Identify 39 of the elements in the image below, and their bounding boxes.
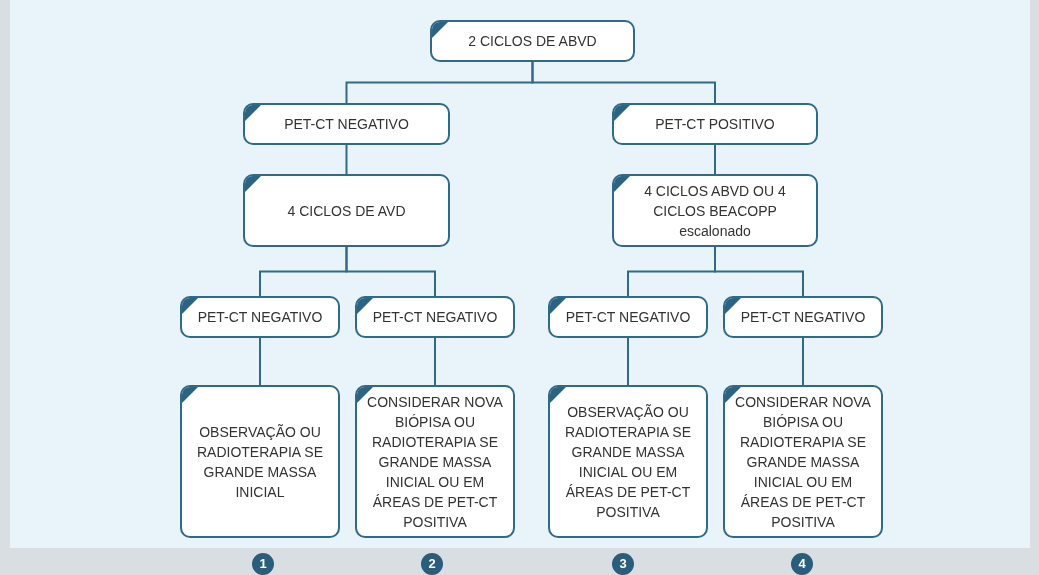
box-text: PET-CT NEGATIVO: [740, 308, 866, 327]
callout-number: 3: [612, 553, 634, 575]
process-box: [430, 20, 635, 62]
callout-number: 2: [421, 553, 443, 575]
process-box: [723, 385, 883, 538]
process-box: [548, 296, 708, 338]
connector-line: [714, 246, 804, 297]
box-text: 4 CICLOS DE AVD: [287, 201, 406, 221]
box-text: OBSERVAÇÃO OU RADIOTERAPIA SE GRANDE MASSA INICIAL OU EM ÁREAS DE PET-CT POSITIVA: [563, 402, 692, 522]
process-box: [548, 385, 708, 538]
process-box: [723, 296, 883, 338]
process-box: [243, 103, 450, 145]
connector-line: [345, 246, 436, 297]
box-text: 2 CICLOS DE ABVD: [468, 32, 597, 51]
process-box: [243, 174, 450, 247]
box-text: PET-CT POSITIVO: [655, 115, 775, 134]
process-box: [180, 296, 340, 338]
box-text: PET-CT NEGATIVO: [565, 308, 691, 327]
connector-line: [627, 337, 629, 386]
process-box: [355, 296, 515, 338]
connector-line: [345, 144, 348, 175]
callout-number: 1: [252, 553, 274, 575]
callout-number: 4: [791, 553, 813, 575]
box-text: OBSERVAÇÃO OU RADIOTERAPIA SE GRANDE MASSA INICIAL: [195, 422, 324, 502]
connector-line: [531, 61, 716, 104]
process-box: [180, 385, 340, 538]
box-text: CONSIDERAR NOVA BIÓPISA OU RADIOTERAPIA SE GRANDE MASSA INICIAL OU EM ÁREAS DE PET-CT POSITIVA: [366, 392, 504, 532]
connector-line: [802, 337, 804, 386]
box-text: CONSIDERAR NOVA BIÓPISA OU RADIOTERAPIA SE GRANDE MASSA INICIAL OU EM ÁREAS DE PET-CT POSITIVA: [734, 392, 872, 532]
connector-line: [714, 144, 716, 175]
connector-line: [259, 337, 261, 386]
process-box: [355, 385, 515, 538]
box-text: PET-CT NEGATIVO: [284, 115, 409, 134]
connector-line: [434, 337, 436, 386]
box-text: PET-CT NEGATIVO: [197, 308, 323, 327]
box-text: PET-CT NEGATIVO: [372, 308, 498, 327]
box-text: 4 CICLOS ABVD OU 4 CICLOS BEACOPP escalonado: [643, 181, 787, 241]
process-box: [612, 174, 818, 247]
process-box: [612, 103, 818, 145]
